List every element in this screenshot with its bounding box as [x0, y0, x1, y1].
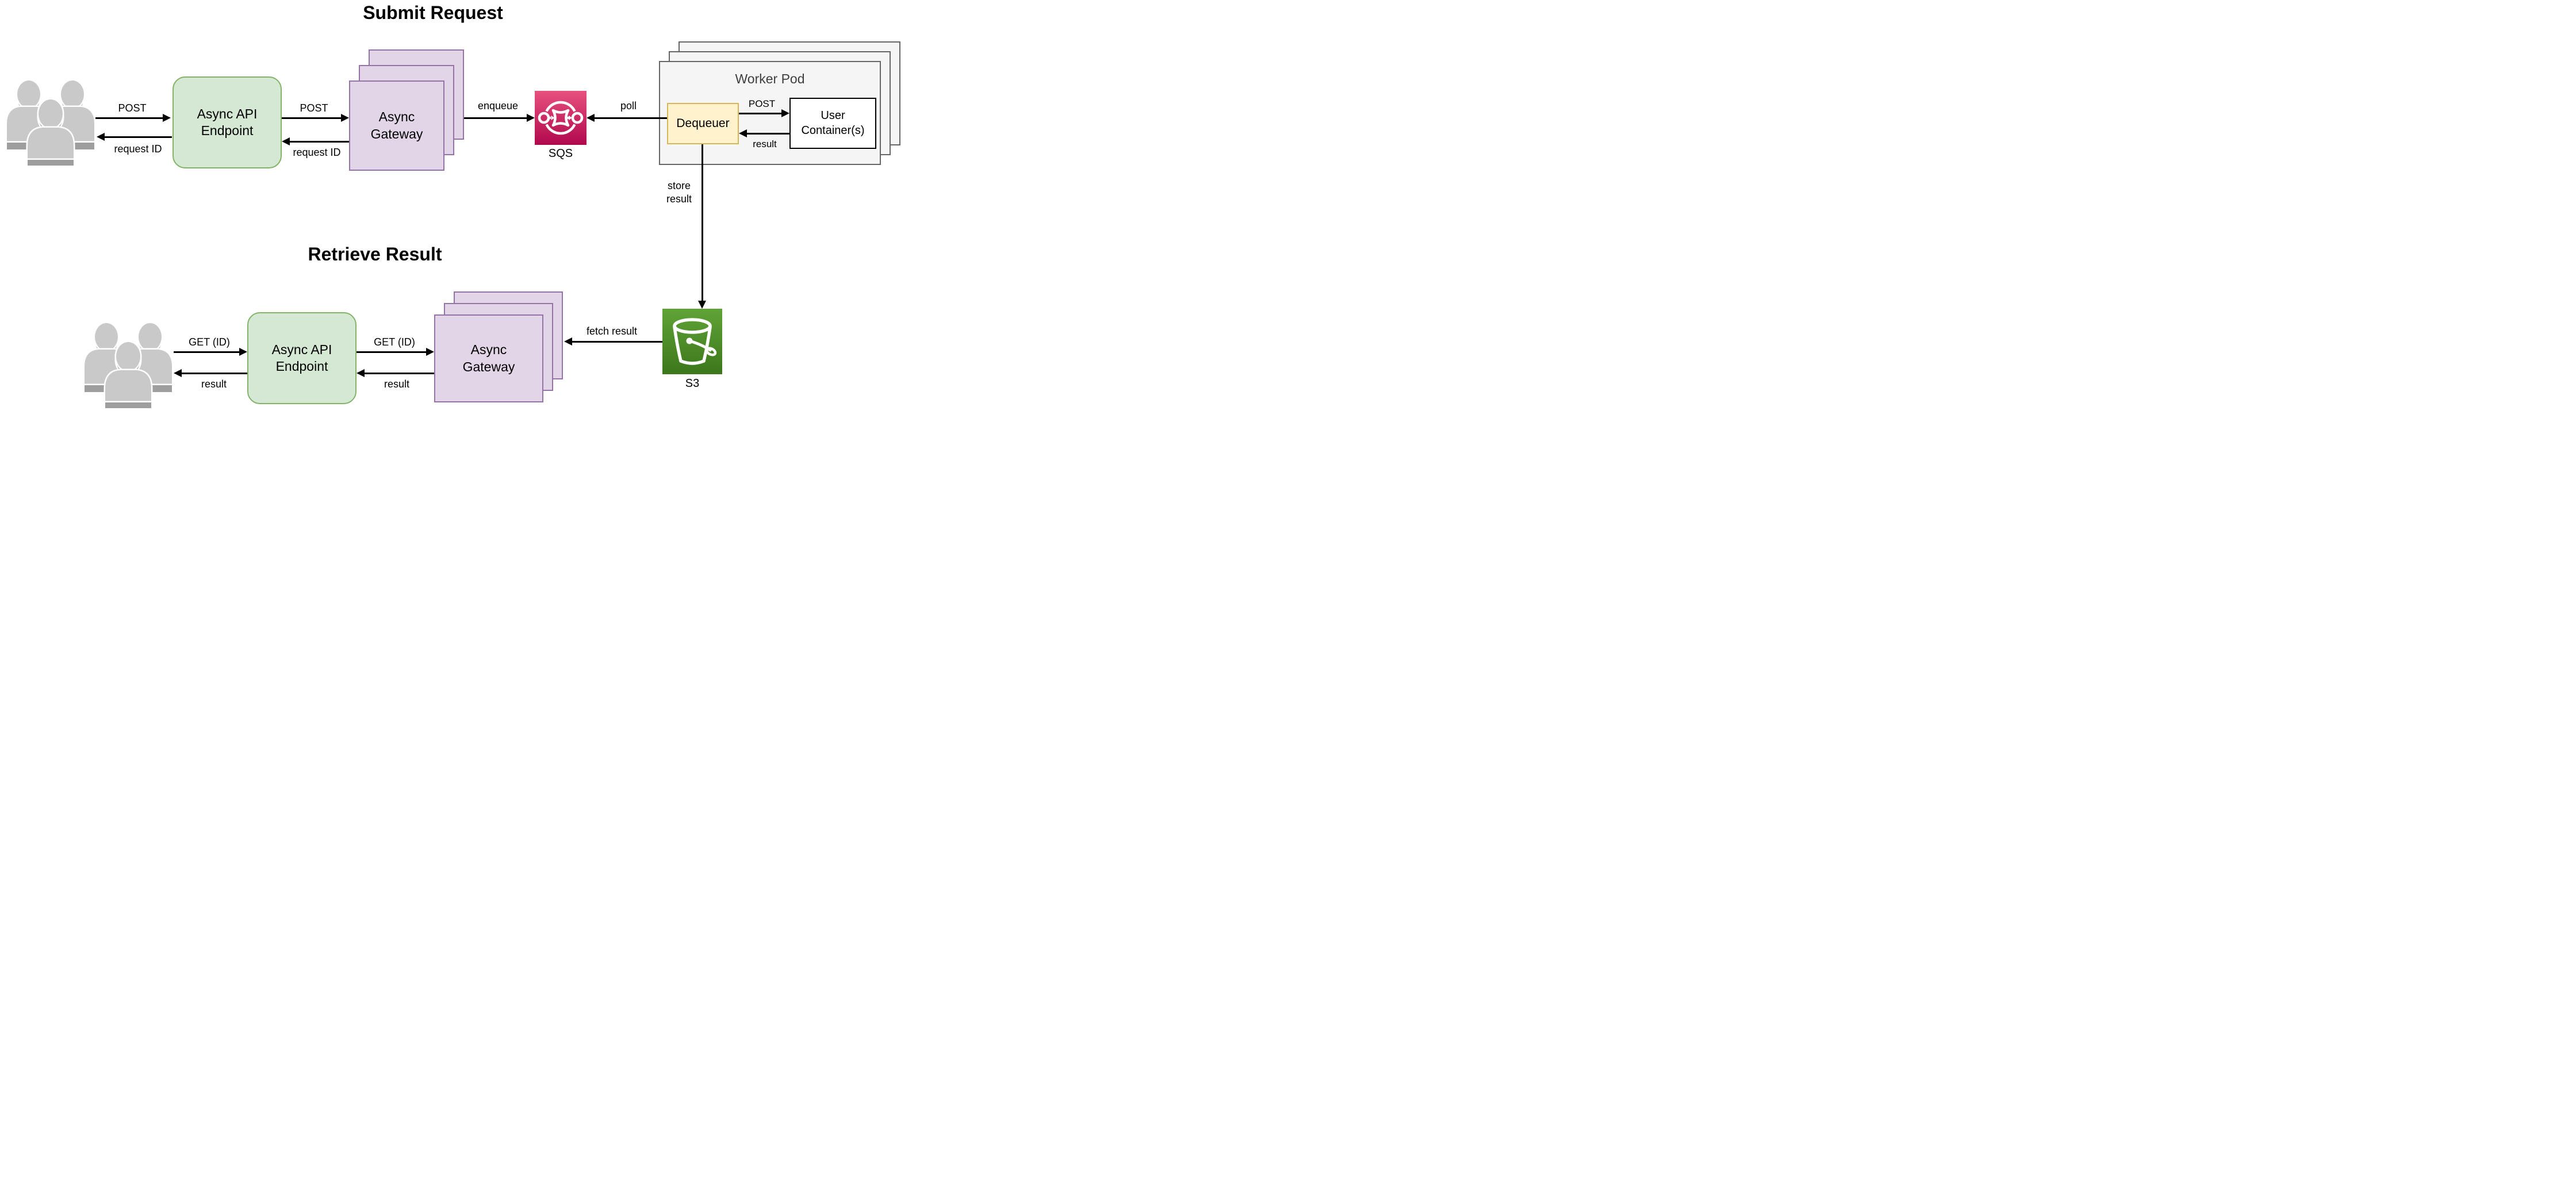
edge-label-request-id-users: request ID: [114, 143, 162, 155]
s3-label: S3: [685, 377, 700, 390]
edge-label-get-users: GET (ID): [189, 336, 230, 348]
submit-request-title: Submit Request: [363, 2, 503, 23]
edge-label-pod-post: POST: [748, 98, 776, 109]
async-gateway-bottom-node: Async Gateway: [434, 314, 543, 402]
person-front: [103, 340, 153, 408]
user-containers-label: User Container(s): [801, 109, 865, 137]
edge-label-post-users: POST: [118, 102, 147, 114]
worker-pod-title: Worker Pod: [735, 71, 805, 86]
async-api-endpoint-bottom-node: Async API Endpoint: [247, 312, 356, 404]
user-containers-node: User Container(s): [789, 98, 876, 149]
edge-label-result-gateway: result: [384, 378, 410, 390]
async-gateway-top-node: Async Gateway: [349, 80, 444, 171]
edge-label-store-result: store result: [666, 180, 692, 205]
async-api-endpoint-bottom-label: Async API Endpoint: [271, 341, 332, 374]
edge-label-get-gateway: GET (ID): [374, 336, 415, 348]
edge-label-pod-result: result: [753, 139, 777, 149]
sqs-label: SQS: [548, 147, 573, 160]
architecture-diagram: Submit Request Retrieve Result Async API…: [0, 0, 902, 415]
dequeuer-label: Dequeuer: [676, 116, 730, 130]
async-api-endpoint-top-label: Async API Endpoint: [197, 106, 258, 138]
sqs-queue-icon: [535, 91, 586, 145]
edge-label-post-gateway: POST: [300, 102, 328, 114]
edge-label-request-id-gateway: request ID: [293, 147, 341, 158]
edge-label-result-users: result: [201, 378, 227, 390]
edge-label-poll: poll: [620, 100, 637, 112]
edge-label-fetch-result: fetch result: [586, 325, 638, 337]
retrieve-result-title: Retrieve Result: [308, 244, 442, 264]
s3-bucket-icon: [662, 309, 722, 374]
users-group-icon-top: [6, 79, 95, 166]
async-api-endpoint-top-node: Async API Endpoint: [172, 76, 282, 168]
async-gateway-top-label: Async Gateway: [370, 109, 423, 141]
person-front: [26, 98, 75, 166]
async-gateway-bottom-label: Async Gateway: [462, 342, 515, 374]
edge-label-enqueue: enqueue: [477, 100, 519, 112]
dequeuer-node: Dequeuer: [667, 103, 739, 144]
users-group-icon-bottom: [83, 321, 173, 408]
